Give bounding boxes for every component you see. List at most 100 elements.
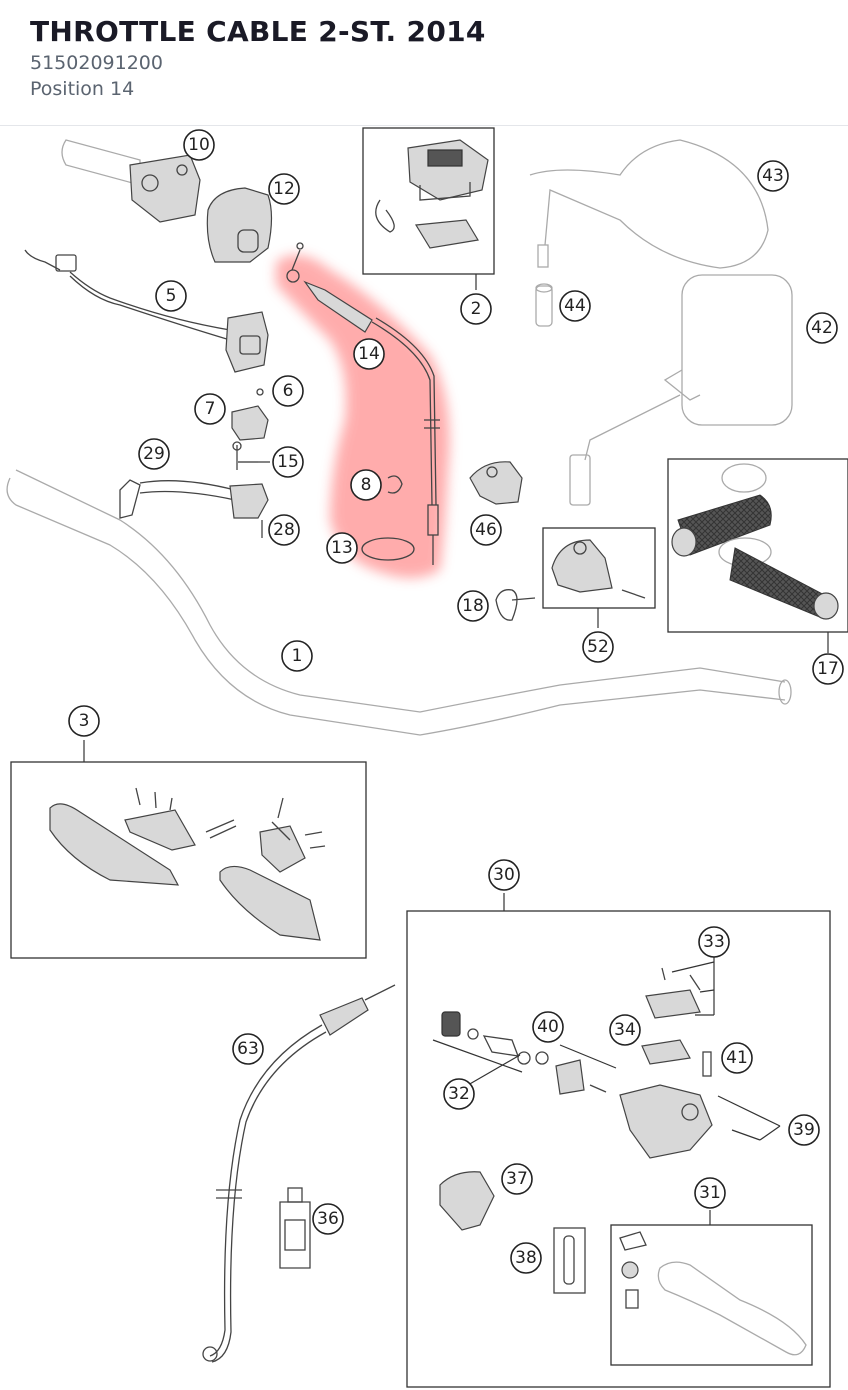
kill-switch [24, 249, 269, 373]
svg-text:7: 7 [205, 399, 216, 419]
brake-pump-parts [432, 955, 781, 1294]
callout-44[interactable]: 44 [559, 290, 591, 322]
svg-text:40: 40 [537, 1017, 559, 1037]
callout-7[interactable]: 7 [194, 393, 226, 425]
callout-28[interactable]: 28 [268, 514, 300, 546]
throttle-cable [286, 242, 440, 565]
callout-30[interactable]: 30 [488, 859, 520, 891]
callout-40[interactable]: 40 [532, 1011, 564, 1043]
callout-5[interactable]: 5 [155, 280, 187, 312]
callout-3[interactable]: 3 [68, 705, 100, 737]
svg-text:63: 63 [237, 1039, 259, 1059]
svg-text:31: 31 [699, 1183, 721, 1203]
page-title: THROTTLE CABLE 2-ST. 2014 [30, 15, 486, 48]
svg-text:36: 36 [317, 1209, 339, 1229]
svg-text:52: 52 [587, 637, 609, 657]
svg-text:33: 33 [703, 932, 725, 952]
svg-text:15: 15 [277, 452, 299, 472]
o-ring [361, 537, 415, 561]
callout-52[interactable]: 52 [582, 631, 614, 663]
svg-text:44: 44 [564, 296, 586, 316]
svg-text:28: 28 [273, 520, 295, 540]
display-unit [375, 139, 489, 249]
svg-text:46: 46 [475, 520, 497, 540]
svg-text:8: 8 [361, 475, 372, 495]
callout-31[interactable]: 31 [694, 1177, 726, 1209]
callout-29[interactable]: 29 [138, 438, 170, 470]
svg-text:18: 18 [462, 596, 484, 616]
callout-41[interactable]: 41 [721, 1042, 753, 1074]
callout-1[interactable]: 1 [281, 640, 313, 672]
page-header: THROTTLE CABLE 2-ST. 2014 51502091200 Po… [30, 14, 486, 102]
callout-18[interactable]: 18 [457, 590, 489, 622]
grip-kit-frame [667, 458, 848, 633]
callout-10[interactable]: 10 [183, 129, 215, 161]
mirror-left [569, 274, 793, 506]
svg-text:5: 5 [166, 286, 177, 306]
callout-46[interactable]: 46 [470, 514, 502, 546]
part-number: 51502091200 [30, 52, 163, 74]
callout-15[interactable]: 15 [272, 446, 304, 478]
svg-text:41: 41 [726, 1048, 748, 1068]
callout-2[interactable]: 2 [460, 293, 492, 325]
brake-fluid-bottle [279, 1187, 311, 1269]
handguards [49, 787, 326, 941]
svg-text:37: 37 [506, 1169, 528, 1189]
brake-pump-kit-frame [406, 910, 831, 1388]
svg-text:17: 17 [817, 659, 839, 679]
callout-38[interactable]: 38 [510, 1242, 542, 1274]
callout-8[interactable]: 8 [350, 469, 382, 501]
callout-34[interactable]: 34 [609, 1014, 641, 1046]
svg-text:32: 32 [448, 1084, 470, 1104]
callout-39[interactable]: 39 [788, 1114, 820, 1146]
callout-17[interactable]: 17 [812, 653, 844, 685]
svg-text:39: 39 [793, 1120, 815, 1140]
svg-text:42: 42 [811, 318, 833, 338]
callout-14[interactable]: 14 [353, 338, 385, 370]
handlebar-grips [671, 463, 839, 620]
header-divider [0, 125, 848, 126]
callout-13[interactable]: 13 [326, 532, 358, 564]
start-button [119, 479, 269, 538]
handlebar-clamp [469, 461, 523, 505]
callout-43[interactable]: 43 [757, 160, 789, 192]
housing-cover [206, 187, 273, 263]
callout-12[interactable]: 12 [268, 173, 300, 205]
switch-mount-parts [231, 388, 269, 470]
brake-lever-kit-frame [610, 1224, 813, 1366]
display-kit-frame [362, 127, 495, 275]
cable-clip [387, 475, 403, 494]
mirror-right [529, 139, 769, 269]
svg-text:12: 12 [273, 179, 295, 199]
callout-42[interactable]: 42 [806, 312, 838, 344]
brake-hose [202, 984, 396, 1363]
svg-text:14: 14 [358, 344, 380, 364]
highlight-area [276, 255, 450, 579]
svg-text:6: 6 [283, 381, 294, 401]
callout-63[interactable]: 63 [232, 1033, 264, 1065]
svg-text:10: 10 [188, 135, 210, 155]
handguard-kit-frame [10, 761, 367, 959]
position-label: Position 14 [30, 78, 135, 100]
svg-text:1: 1 [292, 646, 303, 666]
clamp-kit-frame [542, 527, 656, 609]
svg-text:30: 30 [493, 865, 515, 885]
clamp-kit [551, 539, 646, 599]
callout-32[interactable]: 32 [443, 1078, 475, 1110]
svg-text:13: 13 [331, 538, 353, 558]
callout-37[interactable]: 37 [501, 1163, 533, 1195]
brake-lever [619, 1231, 807, 1356]
callout-33[interactable]: 33 [698, 926, 730, 958]
callout-6[interactable]: 6 [272, 375, 304, 407]
svg-text:43: 43 [762, 166, 784, 186]
svg-text:3: 3 [79, 711, 90, 731]
handlebar [6, 469, 792, 736]
callout-36[interactable]: 36 [312, 1203, 344, 1235]
mirror-adapter [535, 283, 553, 327]
svg-text:38: 38 [515, 1248, 537, 1268]
svg-text:29: 29 [143, 444, 165, 464]
throttle-housing [61, 139, 201, 223]
cable-tie [495, 589, 536, 621]
callout-leaders [83, 274, 829, 1225]
svg-text:34: 34 [614, 1020, 636, 1040]
